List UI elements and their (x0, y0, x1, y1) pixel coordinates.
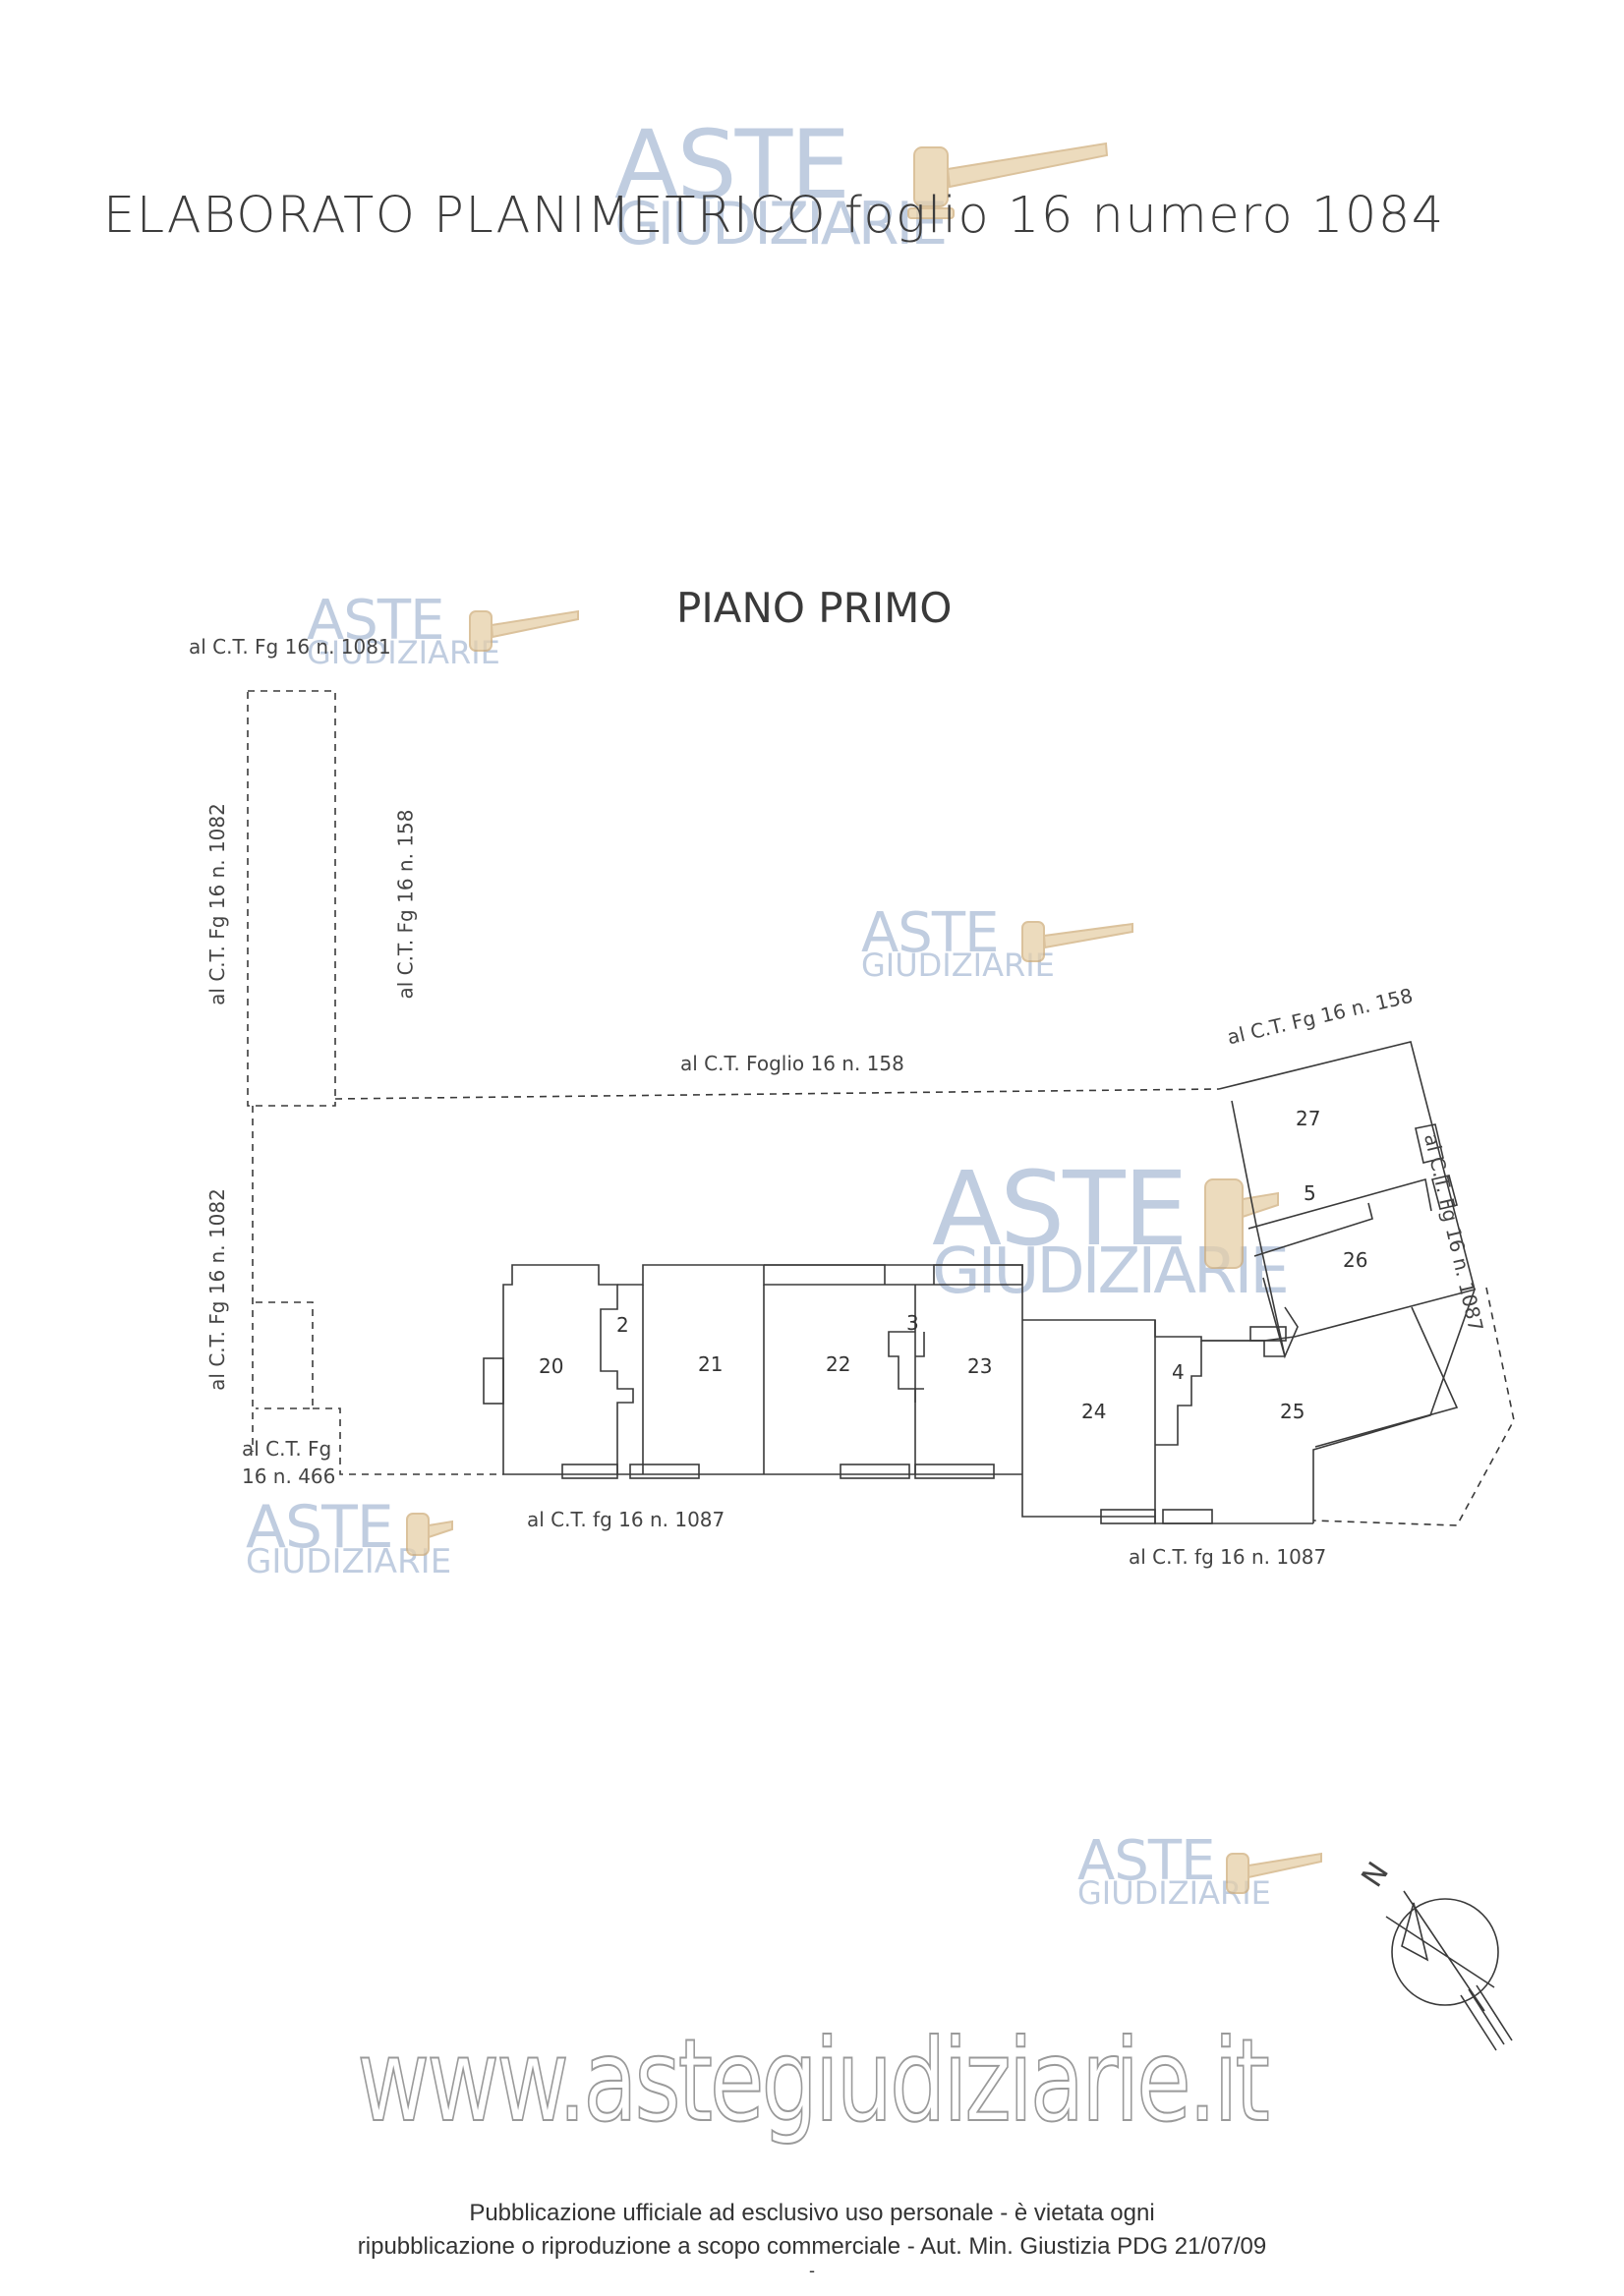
unit-number: 21 (698, 1352, 724, 1376)
neighbor-label: al C.T. Fg 16 n. 1082 (204, 803, 229, 1005)
unit-number: 24 (1081, 1400, 1107, 1423)
neighbor-label: al C.T. Fg 16 n. 1082 (204, 1188, 229, 1391)
neighbor-label: al C.T. fg 16 n. 1087 (1129, 1545, 1327, 1569)
unit-number: 20 (539, 1354, 564, 1378)
neighbor-label: al C.T. Fg (242, 1437, 332, 1461)
gavel-icon (907, 142, 1109, 219)
watermark-top: ASTE GIUDIZIARIE (614, 110, 948, 258)
neighbor-label: al C.T. Foglio 16 n. 158 (680, 1052, 904, 1075)
gavel-icon (1021, 921, 1133, 962)
watermark-aste: ASTE (614, 110, 850, 220)
balconies (561, 1326, 1287, 1524)
notice-line: Pubblicazione ufficiale ad esclusivo uso… (469, 2200, 1155, 2226)
gavel-icon (469, 609, 579, 652)
unit-number: 25 (1280, 1400, 1305, 1423)
unit-number: 2 (616, 1313, 629, 1337)
unit-number: 26 (1343, 1248, 1368, 1272)
gavel-icon (1226, 1852, 1322, 1894)
unit-number: 22 (826, 1352, 851, 1376)
watermark-middle: ASTE GIUDIZIARIE (861, 901, 1055, 982)
watermark-aste: ASTE (1077, 1829, 1215, 1893)
neighbor-label: al C.T. Fg 16 n. 158 (393, 809, 418, 1000)
notice-line: ripubblicazione o riproduzione a scopo c… (357, 2233, 1267, 2260)
unit-number: 4 (1172, 1360, 1185, 1384)
floor-title: PIANO PRIMO (676, 584, 953, 632)
neighbor-label: al C.T. Fg 16 n. 1081 (189, 635, 391, 659)
unit-number: 3 (906, 1311, 919, 1335)
watermark-lower-right: ASTE GIUDIZIARIE (1077, 1829, 1271, 1910)
neighbor-label: 16 n. 466 (242, 1464, 336, 1488)
notice-line: - (809, 2261, 815, 2280)
gavel-icon (406, 1513, 453, 1556)
watermark-aste: ASTE (861, 901, 999, 965)
watermark-aste: ASTE (307, 589, 444, 653)
watermark-upper-left: ASTE GIUDIZIARIE (307, 589, 500, 671)
watermark-url: www.astegiudiziarie.it (356, 2014, 1270, 2149)
unit-number: 23 (967, 1354, 993, 1378)
watermark-lower-left: ASTE GIUDIZIARIE (246, 1498, 451, 1578)
document-title: ELABORATO PLANIMETRICO foglio 16 numero … (103, 187, 1445, 245)
unit-number: 27 (1296, 1107, 1321, 1130)
building-outline (483, 1041, 1477, 1524)
neighbor-label: al C.T. fg 16 n. 1087 (527, 1508, 725, 1531)
north-arrow (1385, 1890, 1513, 2051)
watermark-aste: ASTE (246, 1493, 394, 1562)
watermark-giudiziarie: GIUDIZIARIE (307, 634, 500, 671)
unit-number: 5 (1304, 1181, 1316, 1205)
plot-boundaries (247, 690, 1515, 1526)
watermark-aste: ASTE (932, 1149, 1188, 1269)
watermark-giudiziarie: GIUDIZIARIE (614, 190, 948, 258)
